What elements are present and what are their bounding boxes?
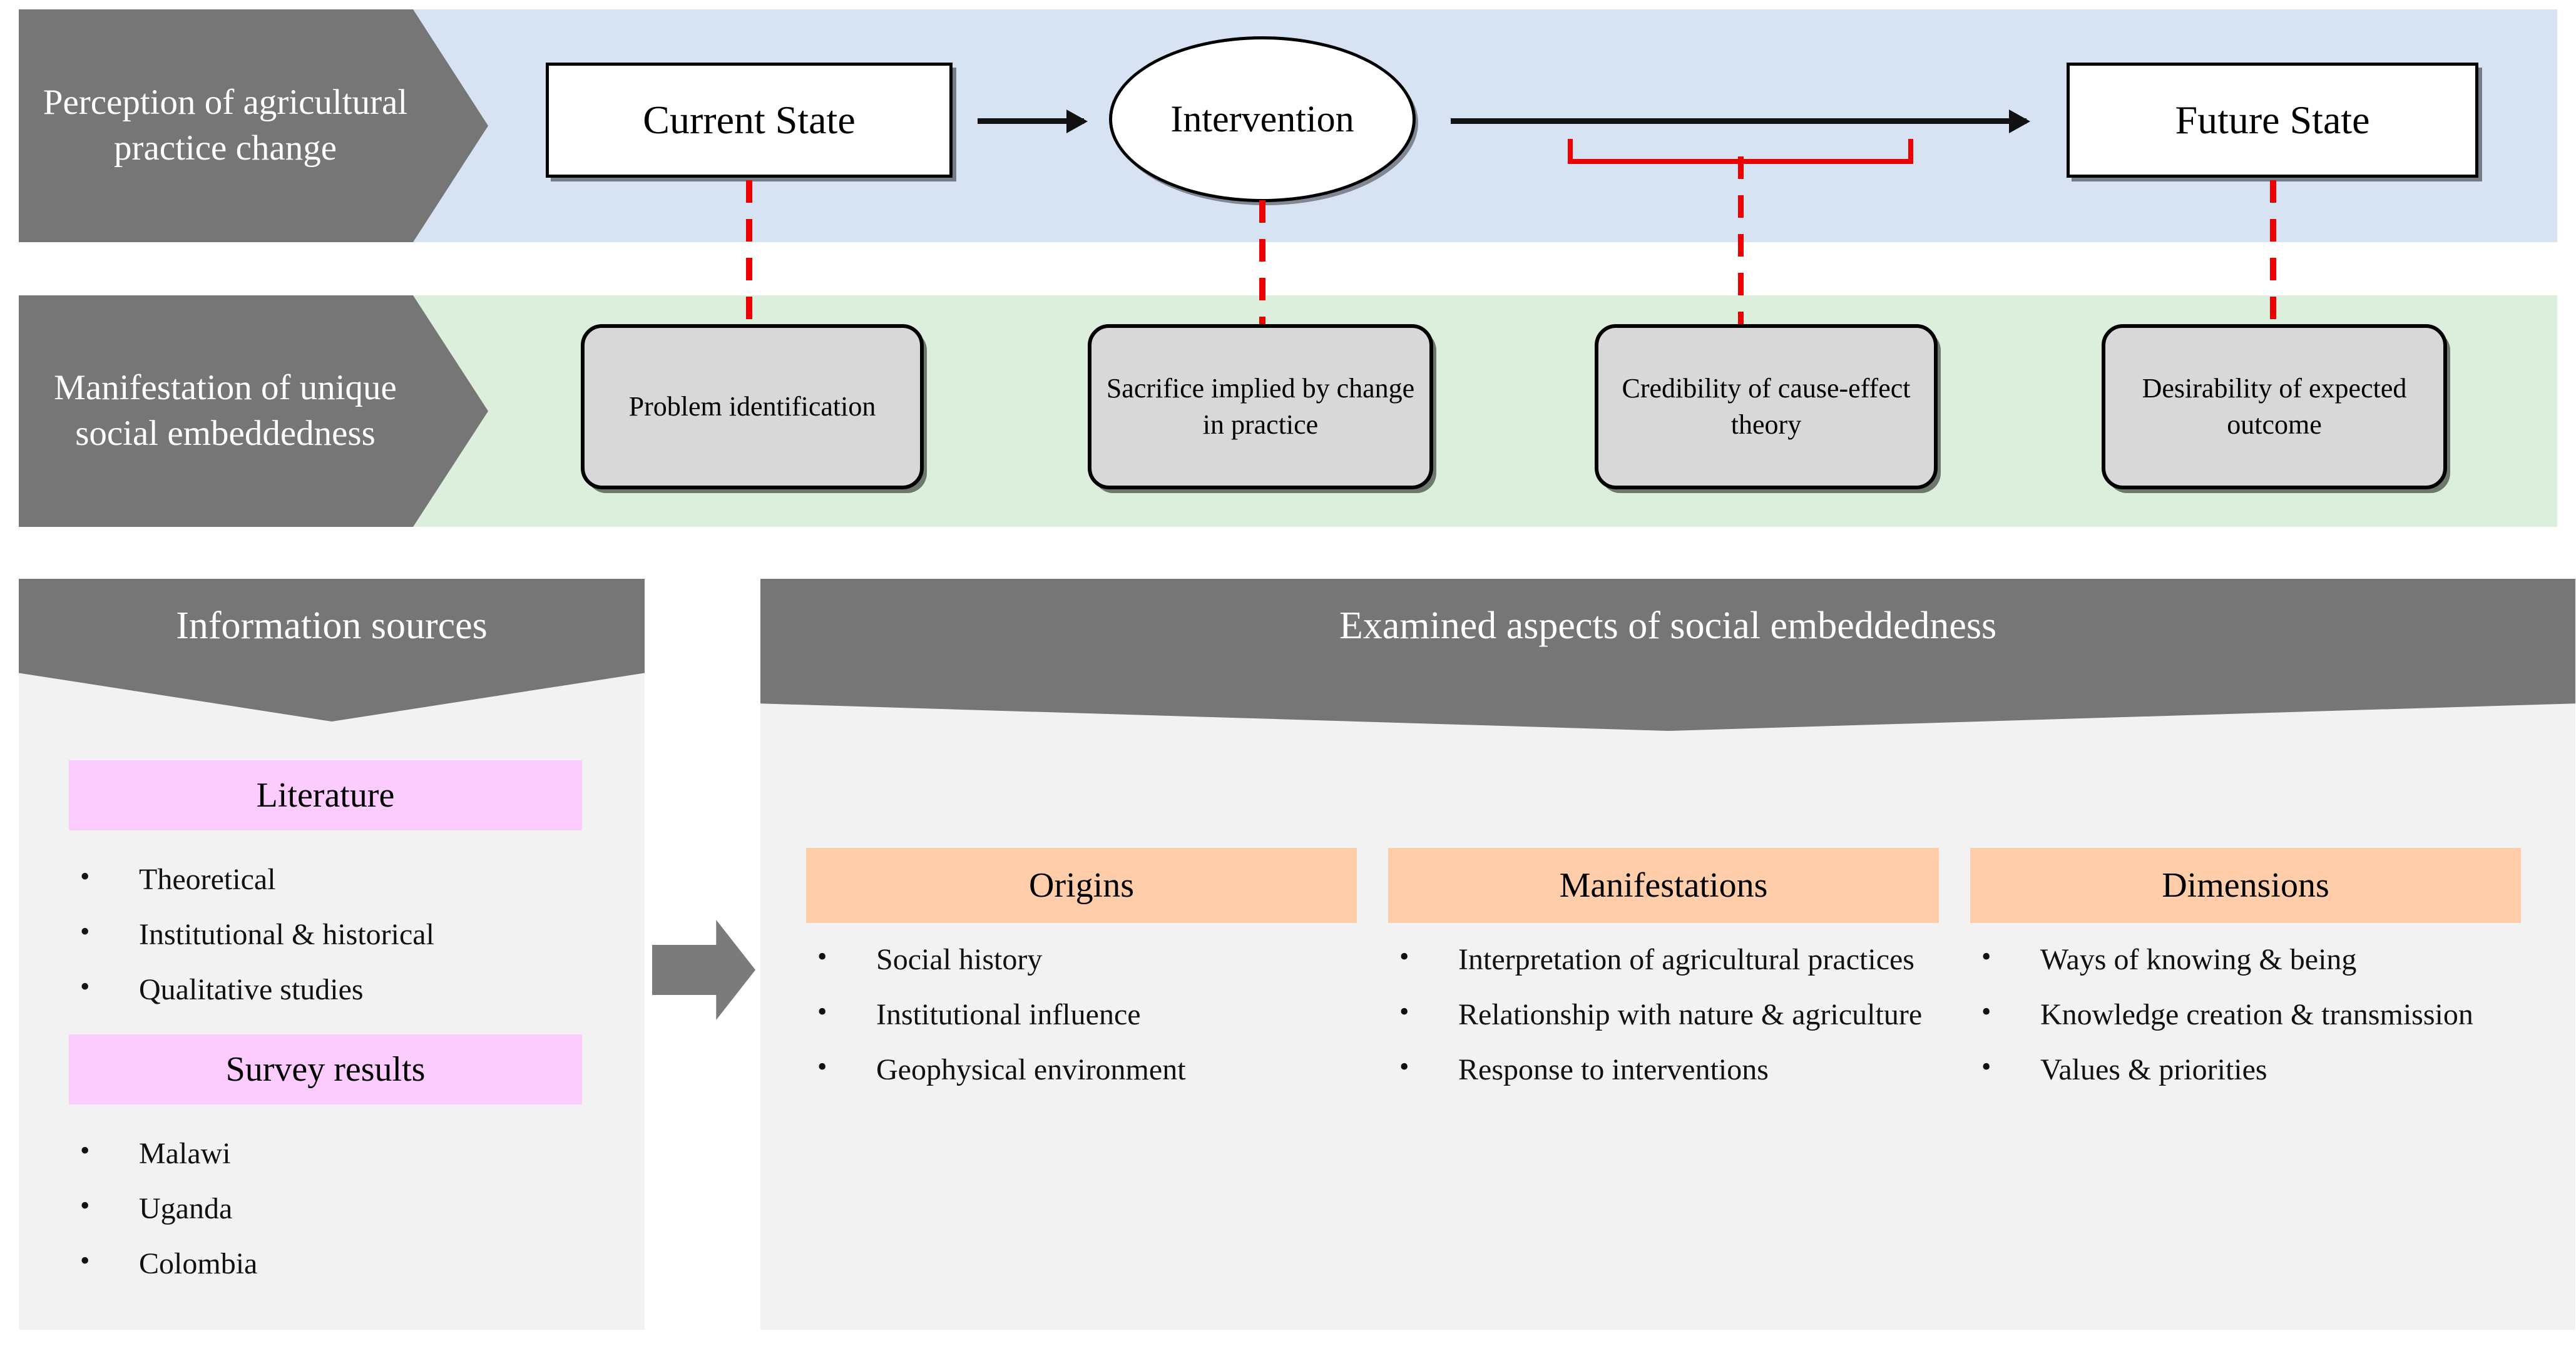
subhead-literature-label: Literature bbox=[256, 776, 395, 815]
panel-information-sources-title: Information sources bbox=[176, 604, 488, 647]
node-credibility-cause-effect-label: Credibility of cause-effect theory bbox=[1622, 372, 1911, 440]
node-future-state[interactable]: Future State bbox=[2067, 63, 2478, 178]
band-manifestation-chevron: Manifestation of unique social embeddedn… bbox=[19, 295, 488, 527]
list-survey-results: Malawi Uganda Colombia bbox=[69, 1131, 620, 1298]
subhead-origins: Origins bbox=[806, 848, 1357, 923]
list-item: Response to interventions bbox=[1388, 1048, 1951, 1091]
connector-future-state-to-desirability bbox=[2270, 180, 2276, 362]
block-arrow-right-icon bbox=[652, 920, 755, 1020]
node-intervention-label: Intervention bbox=[1170, 98, 1354, 140]
subhead-literature: Literature bbox=[69, 760, 582, 830]
panel-examined-aspects-title: Examined aspects of social embeddedness bbox=[1339, 604, 1997, 647]
list-item: Institutional influence bbox=[806, 992, 1369, 1036]
subhead-manifestations: Manifestations bbox=[1388, 848, 1939, 923]
node-desirability-expected-outcome[interactable]: Desirability of expected outcome bbox=[2102, 324, 2447, 489]
list-literature: Theoretical Institutional & historical Q… bbox=[69, 857, 620, 1024]
node-sacrifice-implied-label: Sacrifice implied by change in practice bbox=[1106, 372, 1415, 440]
node-problem-identification[interactable]: Problem identification bbox=[581, 324, 924, 489]
list-item: Colombia bbox=[69, 1241, 620, 1285]
list-item: Qualitative studies bbox=[69, 967, 620, 1011]
subhead-origins-label: Origins bbox=[1029, 866, 1134, 905]
list-manifestations: Interpretation of agricultural practices… bbox=[1388, 937, 1951, 1104]
list-origins: Social history Institutional influence G… bbox=[806, 937, 1369, 1104]
list-item: Relationship with nature & agriculture bbox=[1388, 992, 1951, 1036]
list-item: Geophysical environment bbox=[806, 1048, 1369, 1091]
node-current-state-label: Current State bbox=[643, 98, 856, 142]
subhead-dimensions-label: Dimensions bbox=[2162, 866, 2329, 905]
arrow-right-icon-intervention-to-future bbox=[1451, 118, 2027, 124]
connector-intervention-to-sacrifice bbox=[1259, 200, 1265, 362]
node-sacrifice-implied[interactable]: Sacrifice implied by change in practice bbox=[1088, 324, 1433, 489]
subhead-dimensions: Dimensions bbox=[1970, 848, 2521, 923]
list-item: Malawi bbox=[69, 1131, 620, 1175]
connector-current-state-to-problem bbox=[746, 180, 752, 362]
list-item: Interpretation of agricultural practices bbox=[1388, 937, 1951, 981]
band-perception-chevron: Perception of agricultural practice chan… bbox=[19, 9, 488, 242]
list-item: Values & priorities bbox=[1970, 1048, 2546, 1091]
list-dimensions: Ways of knowing & being Knowledge creati… bbox=[1970, 937, 2546, 1104]
subhead-manifestations-label: Manifestations bbox=[1559, 866, 1768, 905]
node-problem-identification-label: Problem identification bbox=[628, 390, 876, 422]
subhead-survey-results: Survey results bbox=[69, 1034, 582, 1104]
band-manifestation-label: Manifestation of unique social embeddedn… bbox=[54, 368, 397, 453]
red-bracket-stem-connector bbox=[1738, 156, 1744, 325]
node-desirability-expected-outcome-label: Desirability of expected outcome bbox=[2142, 372, 2407, 440]
list-item: Theoretical bbox=[69, 857, 620, 901]
node-credibility-cause-effect[interactable]: Credibility of cause-effect theory bbox=[1595, 324, 1938, 489]
panel-examined-aspects-header: Examined aspects of social embeddedness bbox=[760, 579, 2575, 731]
subhead-survey-results-label: Survey results bbox=[225, 1050, 426, 1089]
list-item: Institutional & historical bbox=[69, 912, 620, 956]
band-perception-label: Perception of agricultural practice chan… bbox=[43, 83, 408, 168]
list-item: Social history bbox=[806, 937, 1369, 981]
list-item: Ways of knowing & being bbox=[1970, 937, 2546, 981]
list-item: Knowledge creation & transmission bbox=[1970, 992, 2546, 1036]
node-intervention[interactable]: Intervention bbox=[1109, 36, 1416, 202]
node-future-state-label: Future State bbox=[2175, 98, 2370, 142]
list-item: Uganda bbox=[69, 1186, 620, 1230]
arrow-right-icon-current-to-intervention bbox=[978, 118, 1084, 124]
node-current-state[interactable]: Current State bbox=[546, 63, 953, 178]
panel-information-sources-header: Information sources bbox=[19, 579, 645, 721]
